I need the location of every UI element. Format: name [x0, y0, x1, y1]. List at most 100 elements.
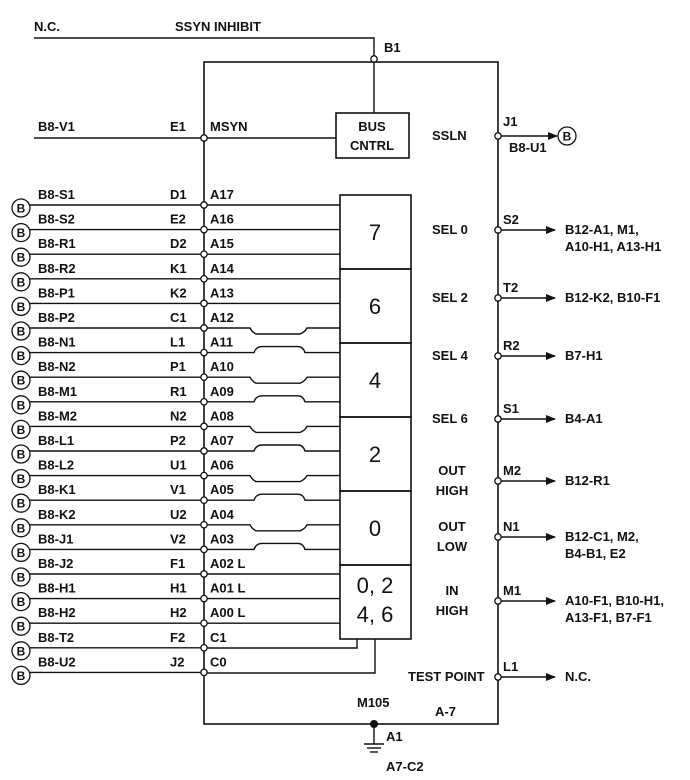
output-pin-label: M1	[503, 583, 521, 598]
crossover-wire	[207, 376, 340, 384]
connector-b	[11, 345, 31, 366]
input-signal-label: A16	[210, 212, 234, 227]
connector-b	[11, 395, 31, 415]
output-label-line2: HIGH	[436, 483, 469, 498]
crossover	[207, 493, 340, 501]
pin-node	[200, 422, 208, 431]
output-pin-label: S2	[503, 212, 519, 227]
connector-letter: B	[17, 398, 26, 412]
ground-pin-label: A1	[386, 729, 403, 744]
crossover-wire	[207, 542, 340, 551]
connector-letter: B	[17, 620, 26, 634]
output-label-line2: LOW	[437, 539, 468, 554]
ssln-pin-label: J1	[503, 114, 517, 129]
crossover	[207, 474, 340, 483]
input-signal-label: A17	[210, 187, 234, 202]
input-source-label: B8-S1	[38, 187, 75, 202]
input-pin-label: C1	[170, 310, 187, 325]
output-label-line1: OUT	[438, 519, 466, 534]
input-signal-label: C1	[210, 630, 227, 645]
input-source-label: B8-U2	[38, 654, 76, 669]
crossover	[207, 425, 340, 434]
c1-wire	[207, 639, 358, 649]
input-signal-label: A06	[210, 458, 234, 473]
input-signal-label: A14	[210, 261, 235, 276]
pin-node	[200, 250, 208, 259]
input-signal-label: A10	[210, 359, 234, 374]
module-name: M105	[357, 695, 390, 710]
crossover-wire	[207, 327, 340, 335]
input-signal-label: A15	[210, 236, 234, 251]
connector-b	[11, 198, 31, 218]
input-pin-label: K1	[170, 261, 187, 276]
output-pin-node	[494, 294, 502, 302]
pin-node	[200, 668, 208, 677]
connector-letter: B	[17, 374, 26, 388]
pin-node	[200, 201, 208, 209]
bus-control-line2: CNTRL	[350, 138, 394, 153]
input-source-label: B8-H1	[38, 581, 76, 596]
connector-letter: B	[17, 521, 26, 535]
input-source-label: B8-N2	[38, 359, 76, 374]
output-pin-node	[494, 226, 502, 234]
connector-b	[11, 296, 31, 317]
output-dest-line2: B4-B1, E2	[565, 546, 626, 561]
input-signal-label: A11	[210, 335, 233, 350]
connector-b	[11, 370, 31, 390]
output-dest-line1: A10-F1, B10-H1,	[565, 593, 664, 608]
connector-b	[11, 444, 31, 464]
pin-node	[200, 619, 208, 628]
connector-b	[11, 272, 31, 292]
input-signal-label: A01 L	[210, 581, 245, 596]
output-pin-node	[494, 673, 502, 681]
jumper-block-in-high-line2: 4, 6	[357, 602, 394, 627]
crossover-wire	[207, 493, 340, 501]
connector-letter: B	[17, 226, 26, 240]
output-dest-line1: B12-A1, M1,	[565, 222, 639, 237]
ssln-output: SSLN B J1 B8-U1	[432, 114, 577, 155]
ssln-connector-b	[557, 126, 577, 146]
output-label: SEL 2	[432, 290, 468, 305]
crossover-wire	[207, 444, 340, 452]
input-pin-label: D1	[170, 187, 187, 202]
connector-letter: B	[17, 669, 26, 683]
input-pin-label: H2	[170, 605, 187, 620]
input-source-label: B8-L2	[38, 458, 74, 473]
pin-node	[200, 520, 208, 529]
crossover	[207, 542, 340, 551]
output-label-line1: IN	[446, 583, 459, 598]
bus-control-line1: BUS	[358, 119, 386, 134]
jumper-block-4: 4	[369, 368, 381, 393]
connector-b	[11, 641, 31, 661]
output-dest-line2: A10-H1, A13-H1	[565, 239, 661, 254]
output-pin-label: R2	[503, 338, 520, 353]
connector-b	[11, 518, 31, 538]
crossover	[207, 395, 340, 403]
pin-node	[200, 299, 208, 308]
crossover	[207, 376, 340, 384]
input-signal-label: A03	[210, 531, 234, 546]
input-pin-label: U2	[170, 507, 187, 522]
input-pin-label: F1	[170, 556, 185, 571]
output-pin-label: L1	[503, 659, 518, 674]
input-source-label: B8-N1	[38, 335, 76, 350]
input-pin-label: H1	[170, 581, 187, 596]
input-pin-label: D2	[170, 236, 187, 251]
connector-letter: B	[17, 644, 26, 658]
output-dest-label: B12-K2, B10-F1	[565, 290, 660, 305]
module-outline	[203, 61, 499, 725]
